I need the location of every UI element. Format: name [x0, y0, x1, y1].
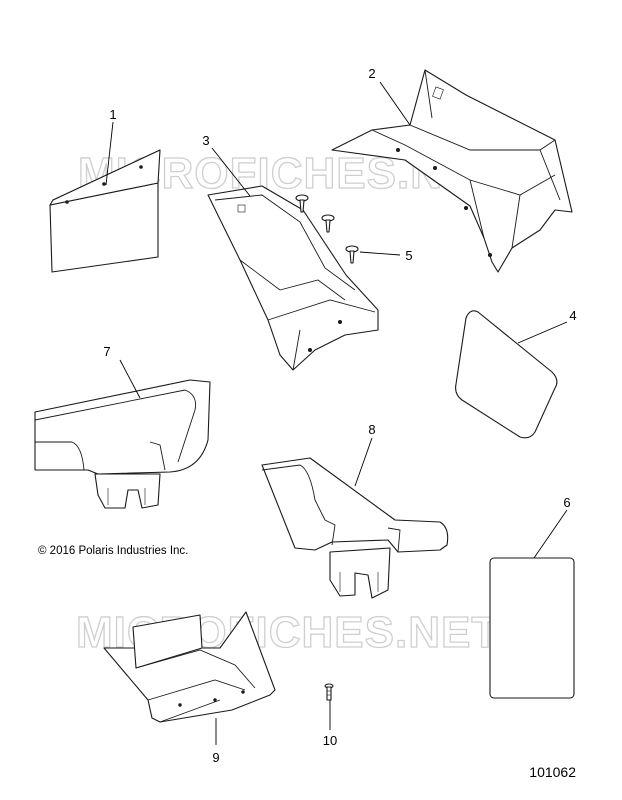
part-5-rivets: [295, 194, 359, 264]
part-4-pad: [455, 310, 558, 439]
part-10-screw: [324, 683, 334, 701]
callout-8: 8: [368, 422, 375, 437]
callout-6: 6: [563, 495, 570, 510]
callout-7: 7: [103, 344, 110, 359]
reference-number: 101062: [529, 764, 576, 780]
part-9-tray: [103, 611, 276, 723]
callout-5: 5: [405, 248, 412, 263]
callout-9: 9: [212, 750, 219, 765]
part-3-side-panel: [207, 185, 379, 371]
callout-1: 1: [109, 107, 116, 122]
callout-2: 2: [368, 66, 375, 81]
part-8-deflector: [261, 457, 449, 599]
part-7-deflector: [34, 379, 211, 509]
part-2-fender: [331, 69, 573, 273]
callout-4: 4: [569, 308, 576, 323]
part-1-flap: [49, 149, 161, 273]
callout-10: 10: [323, 733, 337, 748]
leader-lines: [105, 81, 568, 745]
callout-3: 3: [202, 133, 209, 148]
part-6-panel: [489, 557, 575, 699]
copyright-text: © 2016 Polaris Industries Inc.: [38, 545, 188, 557]
